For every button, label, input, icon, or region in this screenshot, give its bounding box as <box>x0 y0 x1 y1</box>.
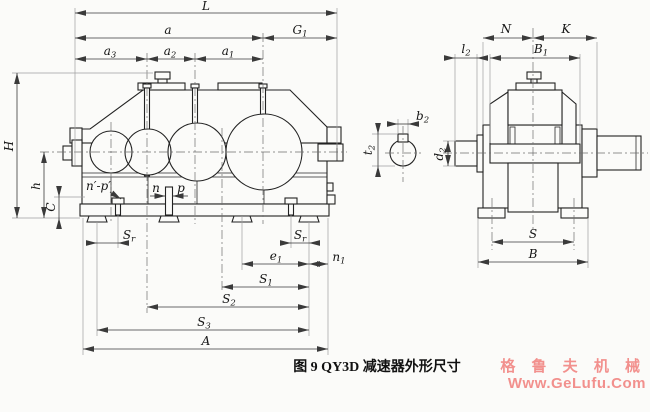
side-foot-right <box>560 207 589 219</box>
dim-label-np: n′-p′ <box>86 179 111 193</box>
side-boss-2 <box>326 194 336 205</box>
dim-label-K: K <box>561 22 572 36</box>
housing-base <box>79 203 330 217</box>
dim-label-S3: S3 <box>197 315 211 332</box>
dim-label-a2: a2 <box>164 44 177 61</box>
dim-label-p: p <box>177 181 185 195</box>
dim-label-e1: e1 <box>270 249 283 266</box>
output-shaft <box>317 143 344 162</box>
np-stud <box>164 186 174 216</box>
dim-label-B1: B1 <box>533 42 548 59</box>
dim-label-Sr-right: Sr <box>294 228 307 245</box>
shoulder-left <box>489 90 509 145</box>
dim-label-Sr-left: Sr <box>123 228 136 245</box>
input-shaft <box>62 145 73 161</box>
watermark-brand-text: 格 鲁 夫 机 械 <box>500 358 646 375</box>
shaft-key-detail: b2 t2 <box>361 109 429 182</box>
dim-label-A: A <box>201 334 211 348</box>
dim-label-H: H <box>2 140 16 152</box>
dim-label-a3: a3 <box>104 44 117 61</box>
input-bearing-cap <box>71 139 83 167</box>
top-cap <box>507 89 563 126</box>
foot-4 <box>298 215 320 223</box>
dim-label-G1: G1 <box>292 23 307 40</box>
side-foot-left <box>477 207 506 219</box>
dim-label-S2: S2 <box>222 292 236 309</box>
dim-label-t2: t2 <box>361 145 378 155</box>
dim-label-S1: S1 <box>259 272 273 289</box>
dim-label-b2: b2 <box>416 109 429 126</box>
dim-label-C: C <box>44 202 58 211</box>
breather-neck <box>157 78 168 84</box>
watermark-url-text: Www.GeLufu.Com <box>507 375 646 392</box>
dim-label-a: a <box>164 23 171 37</box>
cap-plate <box>515 82 556 91</box>
bearing-flange <box>489 143 581 164</box>
dim-label-n1: n1 <box>332 250 345 267</box>
housing-ear-right <box>326 126 342 144</box>
dim-label-l2: l2 <box>461 42 470 59</box>
side-input-shaft <box>454 140 478 167</box>
top-pad-2 <box>217 82 263 91</box>
dim-label-B: B <box>528 247 538 261</box>
top-bolt-neck <box>530 78 538 84</box>
dim-label-N: N <box>500 22 512 36</box>
side-input-cap <box>476 134 484 173</box>
figure-caption: 图 9 QY3D 减速器外形尺寸 <box>293 360 461 375</box>
shoulder-right <box>561 90 577 145</box>
dim-label-a1: a1 <box>222 44 235 61</box>
dim-label-L: L <box>201 0 210 13</box>
dim-label-S: S <box>529 227 537 241</box>
side-view: N K l2 B1 S B d2 <box>432 22 648 268</box>
breather-bolt <box>154 71 171 80</box>
side-boss-1 <box>326 182 334 192</box>
base-bolts <box>111 186 298 216</box>
top-bolt-head <box>526 71 542 80</box>
dim-label-h: h <box>29 182 43 190</box>
dim-label-d2: d2 <box>432 147 449 160</box>
foot-1 <box>86 215 108 223</box>
dim-label-n: n <box>152 181 160 195</box>
front-view: L a G1 a3 a2 a1 H h C n′-p′ n p Sr Sr e1… <box>2 0 347 355</box>
watermark: 格 鲁 夫 机 械 Www.GeLufu.Com <box>500 358 646 392</box>
foot-2 <box>158 215 180 223</box>
